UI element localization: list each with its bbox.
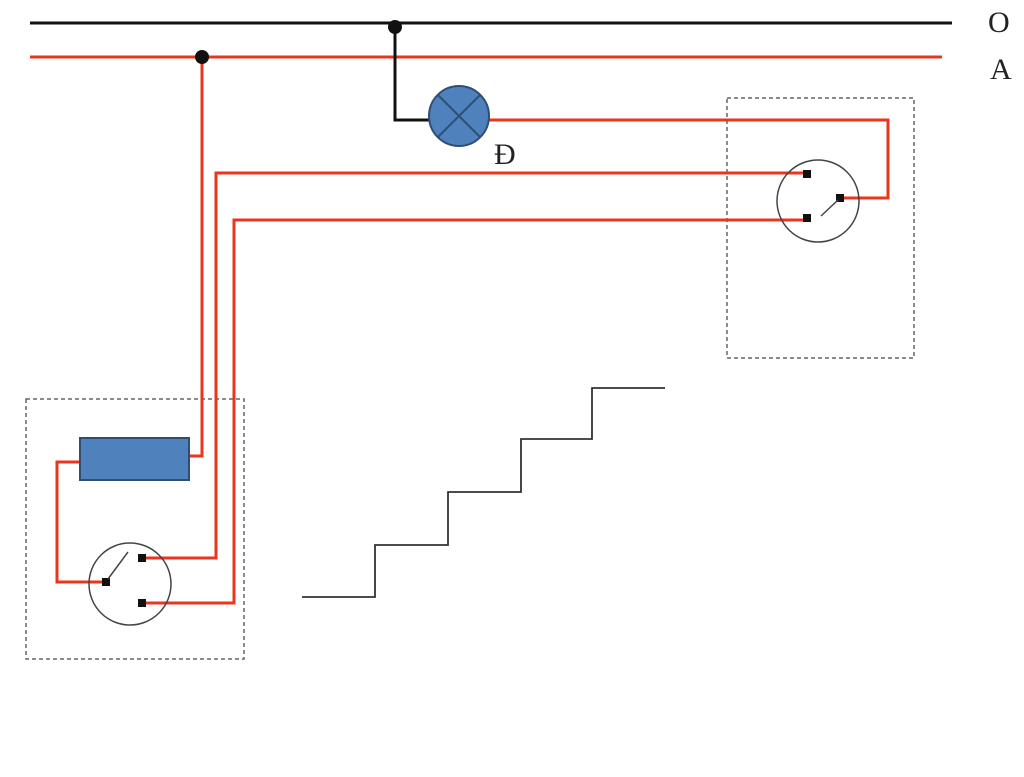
upstairs-switch-enclosure (726, 97, 915, 359)
phase-junction-node (195, 50, 209, 64)
fuse-icon (79, 437, 190, 481)
upstairs-two-way-switch-icon (776, 159, 860, 243)
phase-wire-to-fuse (189, 57, 204, 458)
fuse-to-downstairs-switch-wire (55, 460, 106, 584)
traveler-wire-2 (142, 218, 808, 605)
neutral-wire-to-lamp (393, 23, 430, 122)
neutral-line-label: O (988, 6, 1010, 39)
neutral-junction-node (388, 20, 402, 34)
lamp-to-upstairs-switch-wire (488, 118, 890, 200)
downstairs-enclosure (25, 398, 245, 660)
traveler-wire-1 (142, 171, 808, 560)
lamp-label: Đ (494, 138, 516, 171)
phase-line-label: A (990, 53, 1012, 86)
staircase-icon (302, 387, 665, 598)
downstairs-two-way-switch-icon (88, 542, 172, 626)
lamp-icon (428, 85, 490, 147)
